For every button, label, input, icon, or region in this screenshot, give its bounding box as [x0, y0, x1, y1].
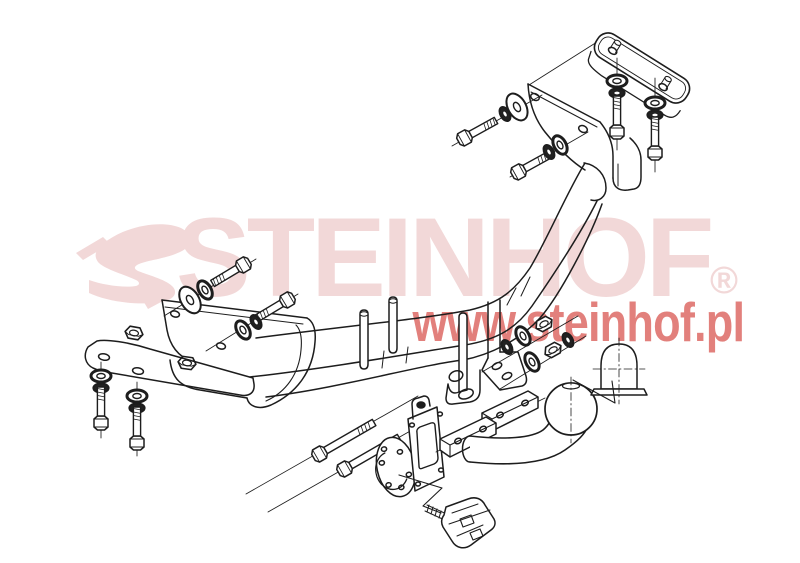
line-art [84, 32, 691, 549]
hanger-pins [359, 296, 398, 370]
upper-plate-bolts [605, 57, 667, 173]
towball-arm-end [461, 435, 471, 463]
yoke-fasteners [481, 313, 587, 390]
steinhof-logo-icon [76, 224, 191, 309]
plate-side-wall [587, 50, 681, 118]
watermark-layer: STEINHOF ® www.steinhof.pl [76, 195, 745, 353]
registered-trademark-icon: ® [710, 260, 738, 302]
left-bracket-foot [84, 339, 255, 397]
left-bracket-bolts [89, 361, 149, 457]
watermark-brand-text: STEINHOF [176, 195, 711, 320]
socket-flange-plate [375, 436, 417, 498]
right-bracket [527, 41, 642, 191]
ball-mount-plate [407, 395, 445, 492]
cross-beam [249, 162, 607, 398]
cover-direction-indicator [572, 379, 616, 404]
beam-end-cap [583, 162, 607, 202]
towball [461, 376, 598, 465]
plate-studs [609, 39, 672, 90]
ball-bracket-yoke [445, 299, 528, 405]
side-bolts-right [451, 88, 589, 183]
upper-mount-plate [587, 32, 691, 118]
ball-cover [572, 337, 648, 405]
side-bolts-left [163, 254, 299, 352]
electrical-socket [398, 474, 496, 549]
plate-hook-tab [411, 395, 431, 420]
right-bracket-foot [612, 137, 642, 191]
